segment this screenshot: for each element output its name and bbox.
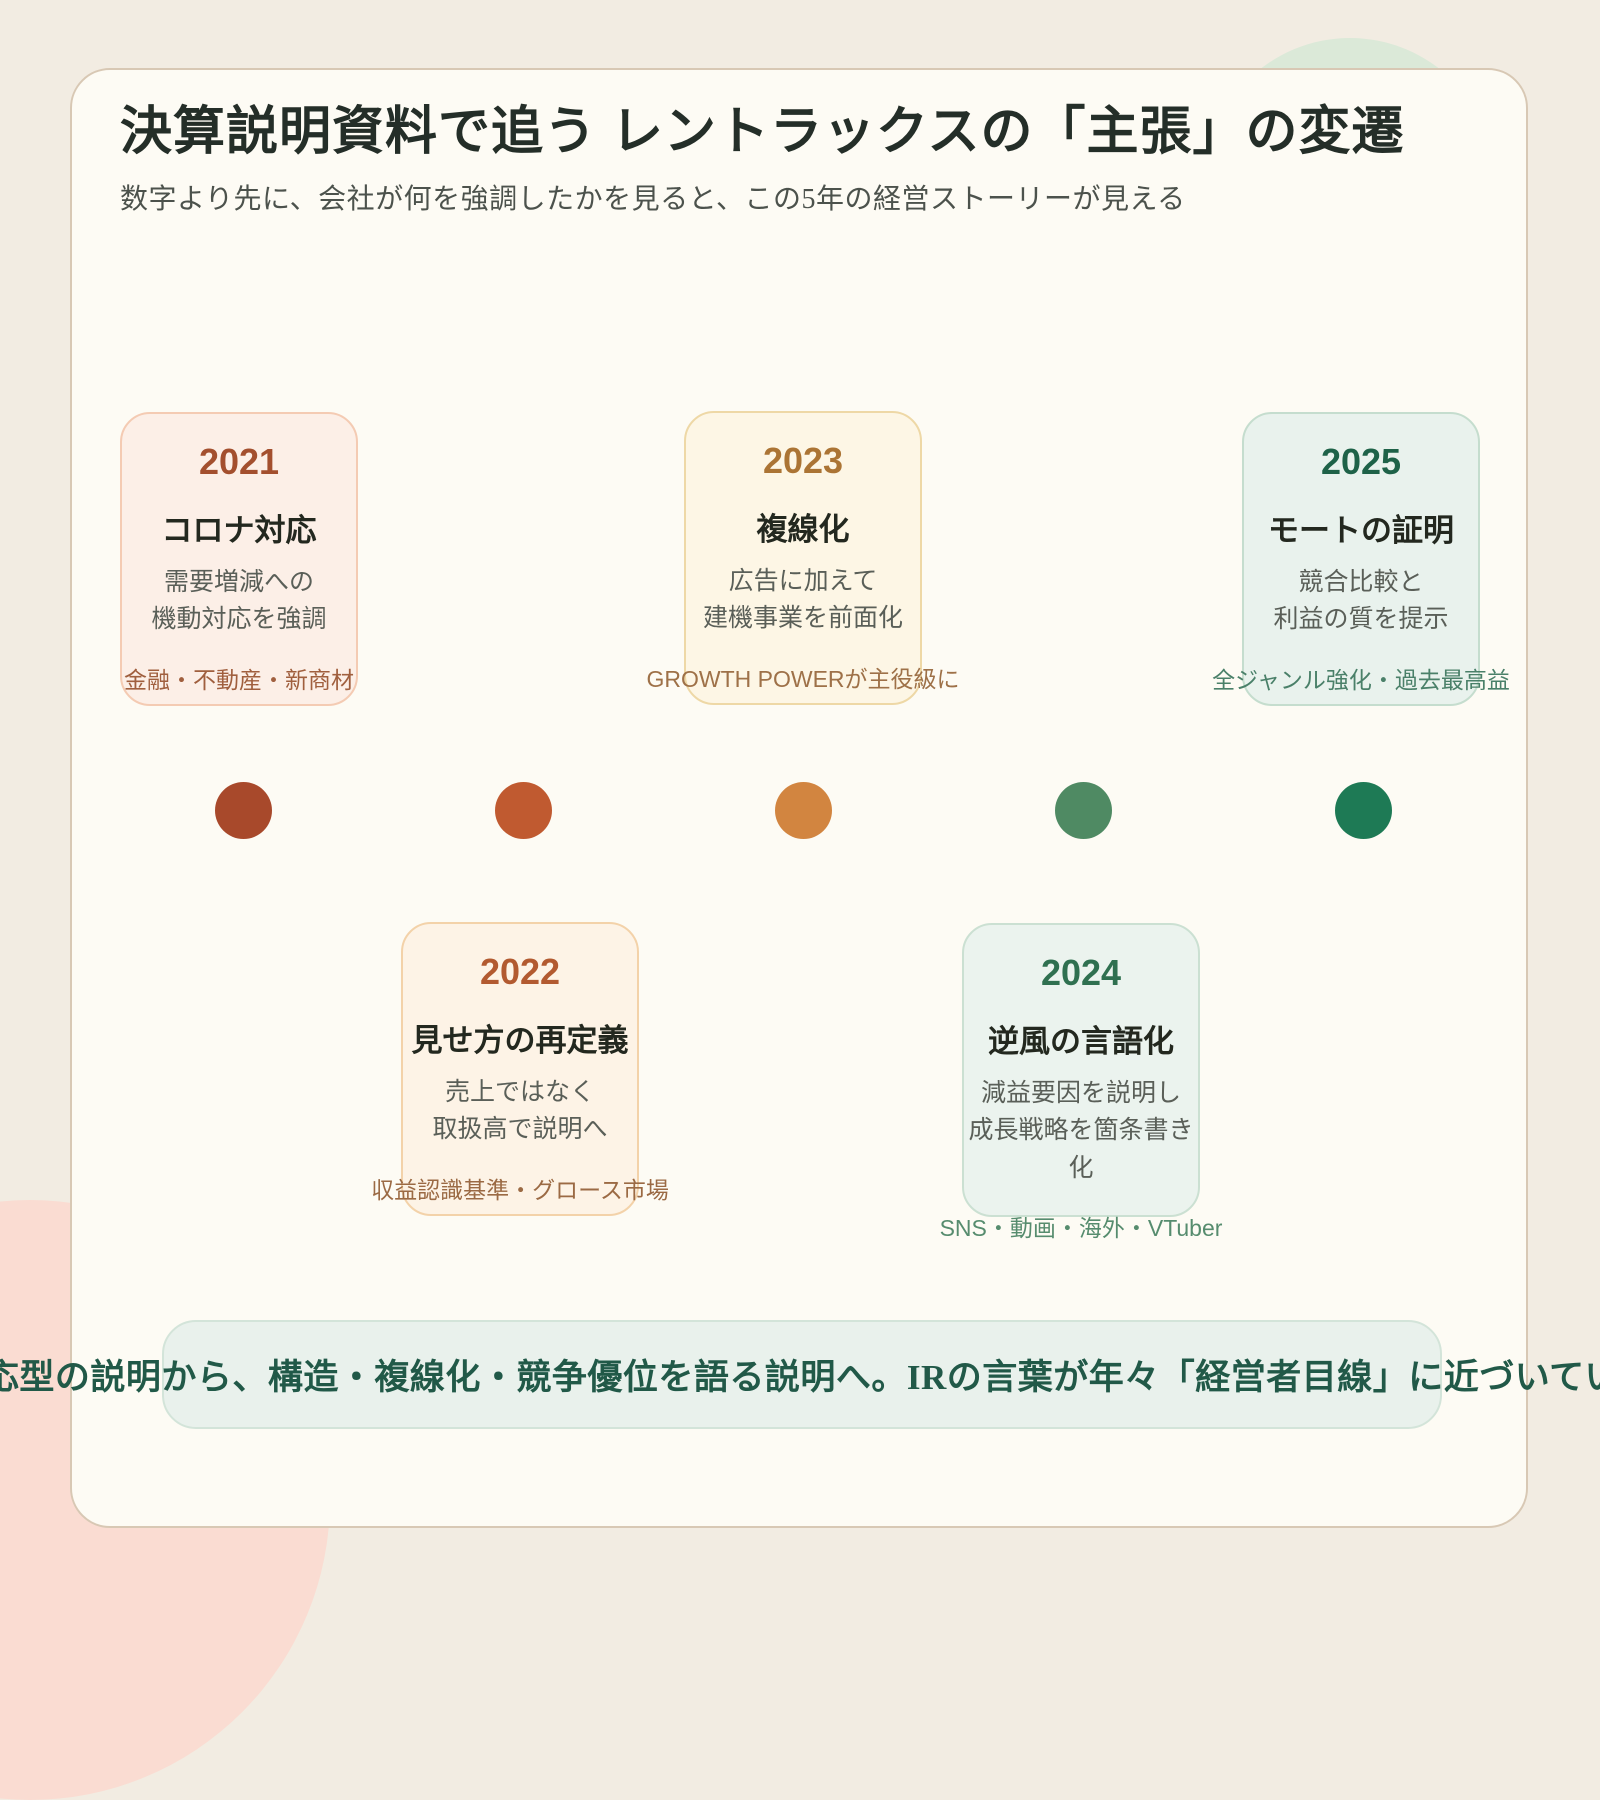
year-label: 2022 <box>479 951 561 992</box>
main-panel: 決算説明資料で追う レントラックスの「主張」の変遷 数字より先に、会社が何を強調… <box>0 68 1600 1528</box>
page-subtitle: 数字より先に、会社が何を強調したかを見ると、この5年の経営ストーリーが見える <box>120 184 1186 215</box>
year-label: 2025 <box>1320 441 1402 482</box>
event-title: 逆風の言語化 <box>988 1023 1174 1059</box>
event-title: 見せ方の再定義 <box>411 1022 629 1058</box>
year-label: 2023 <box>762 440 844 481</box>
timeline-dot-2024 <box>1055 782 1112 839</box>
event-body: 需要増減への 機動対応を強調 <box>151 567 327 634</box>
timeline-dot-2023 <box>775 782 832 839</box>
event-title: モートの証明 <box>1268 512 1454 548</box>
event-body: 競合比較と 利益の質を提示 <box>1273 567 1449 634</box>
timeline-card-2025: 2025 モートの証明 競合比較と 利益の質を提示 全ジャンル強化・過去最高益 <box>1212 412 1510 706</box>
event-body: 減益要因を説明し 成長戦略を箇条書き化 <box>968 1078 1194 1182</box>
event-tag: 収益認識基準・グロース市場 <box>371 1176 669 1203</box>
page-title: 決算説明資料で追う レントラックスの「主張」の変遷 <box>120 104 1405 161</box>
conclusion-banner: 反応型の説明から、構造・複線化・競争優位を語る説明へ。IRの言葉が年々「経営者目… <box>0 1320 1600 1429</box>
timeline-card-2024: 2024 逆風の言語化 減益要因を説明し 成長戦略を箇条書き化 SNS・動画・海… <box>940 923 1222 1241</box>
timeline-dot-2025 <box>1335 782 1392 839</box>
timeline-card-2022: 2022 見せ方の再定義 売上ではなく 取扱高で説明へ 収益認識基準・グロース市… <box>371 922 669 1216</box>
timeline-card-2021: 2021 コロナ対応 需要増減への 機動対応を強調 金融・不動産・新商材 <box>120 412 358 706</box>
timeline-dot-2021 <box>215 782 272 839</box>
header: 決算説明資料で追う レントラックスの「主張」の変遷 数字より先に、会社が何を強調… <box>120 100 1480 217</box>
year-label: 2021 <box>198 441 280 482</box>
conclusion-text: 反応型の説明から、構造・複線化・競争優位を語る説明へ。IRの言葉が年々「経営者目… <box>0 1358 1600 1397</box>
event-tag: SNS・動画・海外・VTuber <box>939 1215 1223 1242</box>
timeline-card-2023: 2023 複線化 広告に加えて 建機事業を前面化 GROWTH POWERが主役… <box>646 411 960 705</box>
event-title: コロナ対応 <box>161 512 317 548</box>
timeline-dot-2022 <box>495 782 552 839</box>
event-tag: 全ジャンル強化・過去最高益 <box>1212 666 1510 693</box>
event-title: 複線化 <box>756 511 850 547</box>
year-label: 2024 <box>1040 952 1122 993</box>
event-body: 広告に加えて 建機事業を前面化 <box>702 566 903 633</box>
event-body: 売上ではなく 取扱高で説明へ <box>432 1077 608 1144</box>
event-tag: GROWTH POWERが主役級に <box>646 665 960 692</box>
event-tag: 金融・不動産・新商材 <box>124 666 354 693</box>
